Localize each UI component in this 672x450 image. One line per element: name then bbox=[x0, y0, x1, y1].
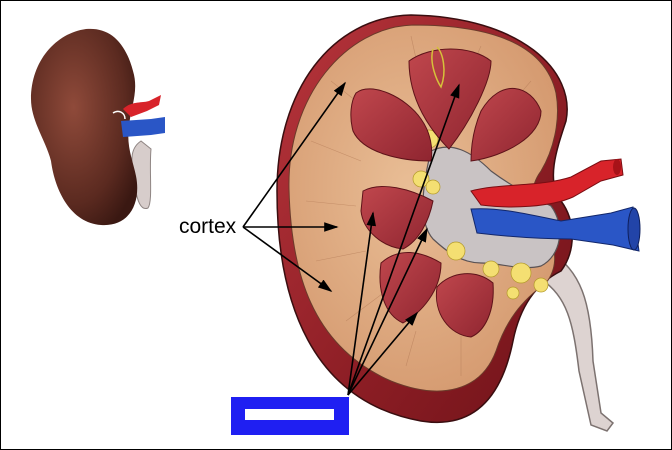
renal-vein bbox=[470, 206, 640, 252]
ureter bbox=[540, 249, 615, 432]
small-vein bbox=[121, 117, 165, 137]
small-kidney-body bbox=[31, 28, 138, 226]
cortex-label: cortex bbox=[179, 215, 237, 238]
renal-artery bbox=[470, 158, 624, 208]
small-artery bbox=[123, 95, 161, 117]
answer-arrows bbox=[347, 83, 460, 396]
small-kidney bbox=[31, 28, 165, 226]
cortex-arrows bbox=[242, 81, 346, 292]
answer-box[interactable] bbox=[231, 397, 349, 435]
renal-pyramids bbox=[350, 48, 542, 338]
answer-input-slot[interactable] bbox=[245, 409, 334, 420]
sectioned-kidney bbox=[276, 14, 641, 432]
